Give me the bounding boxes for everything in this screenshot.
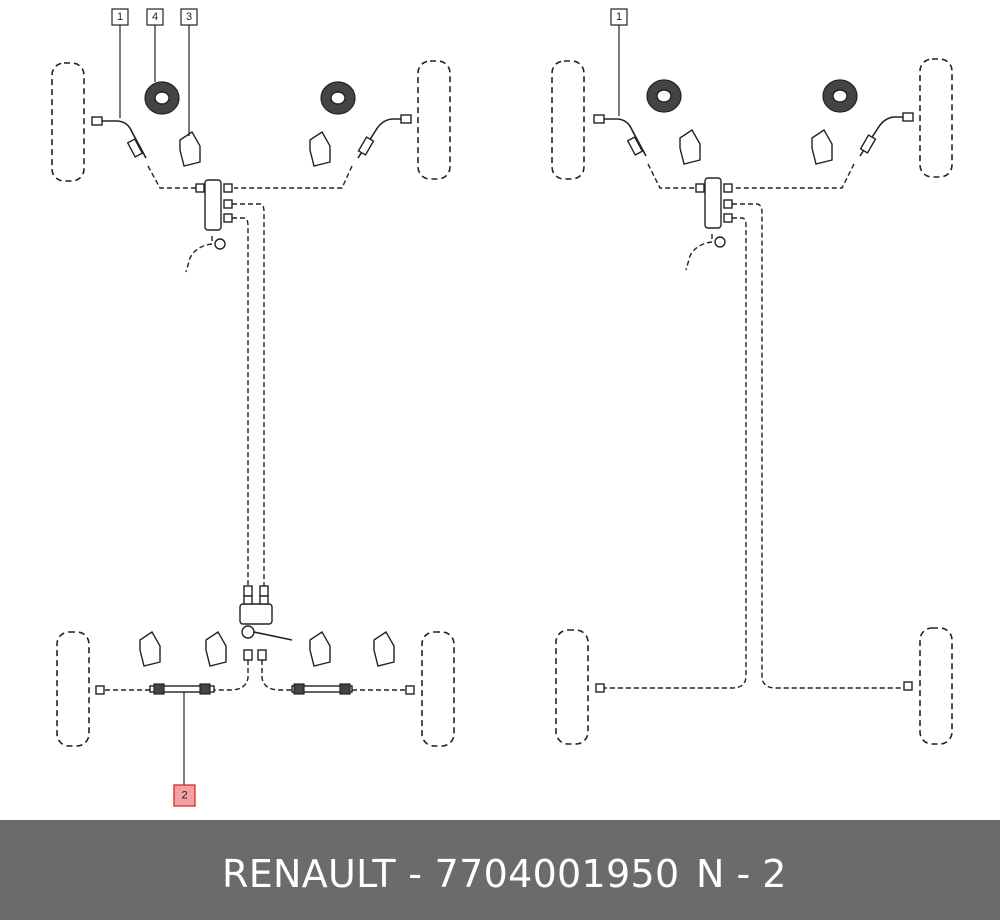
pipe-union — [257, 649, 267, 661]
hose-end-fitting — [902, 112, 914, 122]
front-left-flex-hose — [100, 120, 147, 159]
grommet-hole — [656, 89, 672, 103]
pipe-union — [595, 683, 605, 693]
callout-1-left: 1 — [111, 8, 129, 26]
hose-crimp — [293, 683, 305, 695]
master-cylinder-block — [704, 177, 722, 229]
hose-crimp — [357, 136, 375, 156]
tire-front-left — [551, 60, 585, 180]
hose-end-fitting — [593, 114, 605, 124]
front-left-flex-hose — [602, 118, 647, 157]
pipe-union — [723, 213, 733, 223]
footer-part-number: RENAULT - 7704001950 — [222, 852, 680, 896]
pipe-union — [195, 183, 205, 193]
grommet-hole — [154, 91, 170, 105]
bracket-clip — [205, 631, 227, 667]
compensator-lever — [253, 631, 293, 641]
rear-pipe-outer — [232, 203, 265, 586]
svg-text:1: 1 — [616, 11, 622, 23]
master-cylinder-block — [204, 179, 222, 231]
pipe-union — [243, 649, 253, 661]
bracket-clip — [309, 131, 331, 167]
brake-pipe-diagram: 1 4 3 2 — [51, 8, 953, 807]
hose-crimp — [153, 683, 165, 695]
rear-pipe-inner — [232, 217, 249, 586]
right-layout: 1 — [551, 8, 953, 745]
svg-text:4: 4 — [152, 11, 158, 23]
callout-1-right: 1 — [610, 8, 628, 26]
tire-rear-right — [421, 631, 455, 747]
reservoir-connector — [714, 236, 726, 248]
hose-end-fitting — [91, 116, 103, 126]
pipe-union — [223, 213, 233, 223]
callout-2: 2 — [173, 784, 196, 807]
bracket-clip — [309, 631, 331, 667]
bracket-clip — [139, 631, 161, 667]
reservoir-feed-pipe — [685, 234, 713, 271]
pipe-union — [243, 585, 253, 597]
tire-rear-left — [56, 631, 90, 747]
hose-crimp — [199, 683, 211, 695]
svg-text:2: 2 — [181, 790, 187, 802]
svg-text:3: 3 — [186, 11, 192, 23]
hose-crimp — [126, 138, 144, 158]
tire-front-right — [919, 58, 953, 178]
rear-left-flex-hose — [149, 685, 215, 693]
tire-front-left — [51, 62, 85, 182]
pipe-union — [223, 199, 233, 209]
rear-right-pipe-inner — [261, 660, 292, 691]
svg-text:1: 1 — [117, 11, 123, 23]
tire-front-right — [417, 60, 451, 180]
bracket-clip — [811, 129, 833, 165]
front-right-flex-hose — [859, 116, 906, 157]
pipe-union — [903, 681, 913, 691]
front-right-pipe — [234, 165, 353, 189]
pipe-union — [695, 183, 705, 193]
tire-rear-right — [919, 627, 953, 745]
pipe-union — [95, 685, 105, 695]
grommet-hole — [832, 89, 848, 103]
pipe-union — [223, 183, 233, 193]
footer-bar — [0, 820, 1000, 920]
front-left-pipe — [647, 163, 700, 189]
tire-rear-left — [555, 629, 589, 745]
compensator-port — [243, 595, 253, 605]
front-left-pipe — [147, 165, 200, 189]
footer-page-indicator: N - 2 — [696, 852, 787, 896]
rear-right-flex-hose — [291, 685, 353, 693]
pipe-union — [405, 685, 415, 695]
front-right-flex-hose — [357, 118, 404, 159]
reservoir-connector — [214, 238, 226, 250]
rear-pipe-outer — [732, 203, 906, 689]
callout-3: 3 — [180, 8, 198, 26]
compensator-pivot — [241, 625, 255, 639]
grommet-hole — [330, 91, 346, 105]
hose-end-fitting — [400, 114, 412, 124]
hose-crimp — [859, 134, 877, 154]
left-layout: 1 4 3 2 — [51, 8, 455, 807]
bracket-clip — [179, 131, 201, 167]
pipe-union — [723, 199, 733, 209]
rear-pipe-inner — [600, 217, 747, 689]
pipe-union — [723, 183, 733, 193]
front-right-pipe — [734, 163, 855, 189]
reservoir-feed-pipe — [185, 236, 213, 273]
hose-crimp — [626, 136, 644, 156]
bracket-clip — [373, 631, 395, 667]
hose-crimp — [339, 683, 351, 695]
rear-left-pipe-inner — [214, 660, 249, 691]
compensator-port — [259, 595, 269, 605]
callout-4: 4 — [146, 8, 164, 26]
brake-compensator — [239, 603, 273, 625]
pipe-union — [259, 585, 269, 597]
bracket-clip — [679, 129, 701, 165]
